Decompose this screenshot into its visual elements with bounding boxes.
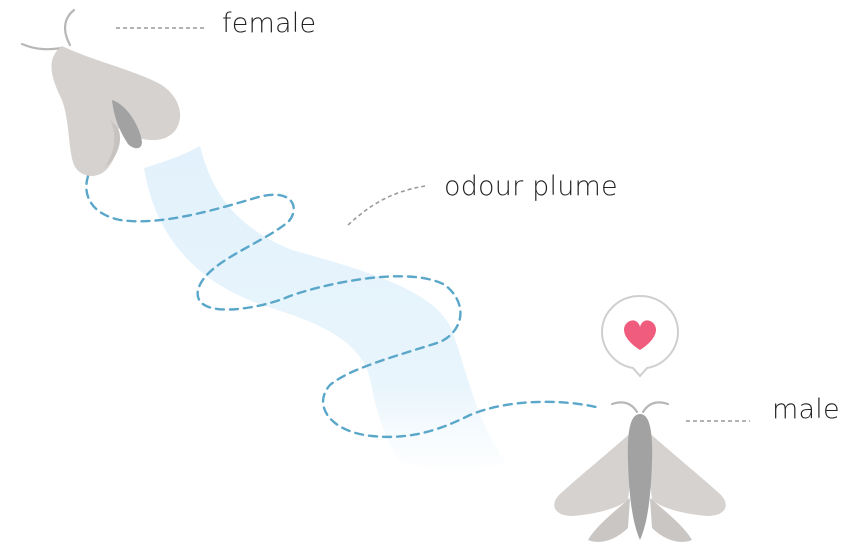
male-moth-icon xyxy=(554,402,726,541)
heart-bubble xyxy=(602,296,678,376)
female-moth-icon xyxy=(22,10,180,176)
plume-leader-line xyxy=(348,186,425,225)
female-label: female xyxy=(222,8,316,39)
male-label: male xyxy=(772,394,840,425)
odour-plume-label: odour plume xyxy=(444,171,618,202)
